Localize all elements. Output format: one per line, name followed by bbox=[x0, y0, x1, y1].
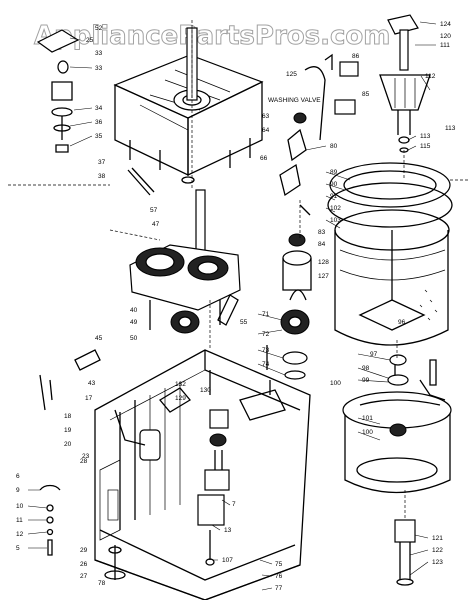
callout: 77 bbox=[275, 585, 283, 592]
callout: 6 bbox=[16, 473, 20, 480]
callout: 98 bbox=[362, 365, 370, 372]
callout-numbers: 124 111 113 120 112 113 115 25 34 33 36 … bbox=[16, 21, 456, 592]
callout: 12 bbox=[16, 531, 24, 538]
assembly-guide-lines bbox=[8, 20, 470, 520]
callout: 132 bbox=[175, 381, 186, 388]
callout: 74 bbox=[262, 361, 270, 368]
agitator-assembly bbox=[379, 14, 431, 153]
callout: 122 bbox=[432, 547, 443, 554]
callout: 13 bbox=[224, 527, 232, 534]
callout: 55 bbox=[240, 319, 248, 326]
callout: 27 bbox=[80, 573, 88, 580]
washing-valve-label: WASHING VALVE bbox=[268, 97, 321, 104]
callout: 127 bbox=[318, 273, 329, 280]
callout: 90 bbox=[330, 181, 338, 188]
callout: 102 bbox=[330, 205, 341, 212]
callout: 115 bbox=[420, 143, 431, 150]
callout: 121 bbox=[432, 535, 443, 542]
callout: 72 bbox=[262, 331, 270, 338]
callout: 52 bbox=[95, 25, 103, 32]
callout: 23 bbox=[82, 453, 90, 460]
callout: 113 bbox=[420, 133, 431, 140]
callout: 35 bbox=[95, 133, 103, 140]
callout: 76 bbox=[275, 573, 283, 580]
gearcase-assembly bbox=[129, 189, 241, 334]
callout: 34 bbox=[95, 105, 103, 112]
callout: 17 bbox=[85, 395, 93, 402]
callout: 125 bbox=[286, 71, 297, 78]
callout: 86 bbox=[352, 53, 360, 60]
callout: 112 bbox=[425, 73, 436, 80]
callout: 11 bbox=[16, 517, 23, 524]
callout: 101 bbox=[362, 415, 373, 422]
callout: 84 bbox=[318, 241, 326, 248]
callout: 80 bbox=[330, 143, 338, 150]
callout: 33 bbox=[95, 50, 103, 57]
callout: 66 bbox=[260, 155, 268, 162]
callout: 28 bbox=[80, 458, 88, 465]
leader-lines bbox=[27, 21, 437, 591]
small-parts-column bbox=[36, 29, 155, 196]
callout: 19 bbox=[64, 427, 72, 434]
watermark-text: AppliancePartsPros.com bbox=[34, 21, 390, 51]
right-small-parts bbox=[387, 354, 437, 586]
callout: 130 bbox=[200, 387, 211, 394]
callout: 43 bbox=[88, 380, 96, 387]
callout: 37 bbox=[98, 159, 106, 166]
callout: 128 bbox=[318, 259, 329, 266]
callout: 47 bbox=[152, 221, 160, 228]
callout: 49 bbox=[130, 319, 138, 326]
callout: 45 bbox=[95, 335, 103, 342]
callout: 107 bbox=[222, 557, 233, 564]
callout: 7 bbox=[232, 501, 236, 508]
callout: 5 bbox=[16, 545, 20, 552]
callout: 96 bbox=[398, 319, 406, 326]
callout: 9 bbox=[16, 487, 20, 494]
callout: 78 bbox=[98, 580, 106, 587]
callout: 75 bbox=[275, 561, 283, 568]
water-valve-assembly bbox=[266, 53, 359, 395]
callout: 97 bbox=[370, 351, 378, 358]
callout: 113 bbox=[445, 125, 456, 132]
drive-plate-assembly bbox=[113, 27, 264, 184]
callout: 10 bbox=[16, 503, 24, 510]
callout: 25 bbox=[86, 37, 94, 44]
callout: 111 bbox=[440, 42, 450, 49]
callout: 103 bbox=[330, 217, 341, 224]
callout: 73 bbox=[262, 347, 270, 354]
callout: 33 bbox=[95, 65, 103, 72]
callout: 123 bbox=[432, 559, 443, 566]
callout: 18 bbox=[64, 413, 72, 420]
callout: 20 bbox=[64, 441, 72, 448]
callout: 38 bbox=[98, 173, 106, 180]
wash-tub-assembly bbox=[327, 162, 453, 494]
callout: 100 bbox=[330, 380, 341, 387]
callout: 91 bbox=[330, 193, 338, 200]
callout: 36 bbox=[95, 119, 103, 126]
callout: 100 bbox=[362, 429, 373, 436]
callout: 85 bbox=[362, 91, 370, 98]
cabinet-components bbox=[114, 387, 286, 566]
callout: 29 bbox=[80, 547, 88, 554]
callout: 40 bbox=[130, 307, 138, 314]
callout: 71 bbox=[262, 311, 270, 318]
lower-left-parts bbox=[39, 349, 126, 580]
callout: 63 bbox=[262, 113, 270, 120]
callout: 129 bbox=[175, 395, 186, 402]
cabinet-frame bbox=[94, 349, 311, 600]
callout: 64 bbox=[262, 127, 270, 134]
callout: 83 bbox=[318, 229, 326, 236]
callout: 57 bbox=[150, 207, 158, 214]
callout: 26 bbox=[80, 561, 88, 568]
callout: 124 bbox=[440, 21, 451, 28]
callout: 50 bbox=[130, 335, 138, 342]
callout: 120 bbox=[440, 33, 451, 40]
callout: 89 bbox=[330, 169, 338, 176]
